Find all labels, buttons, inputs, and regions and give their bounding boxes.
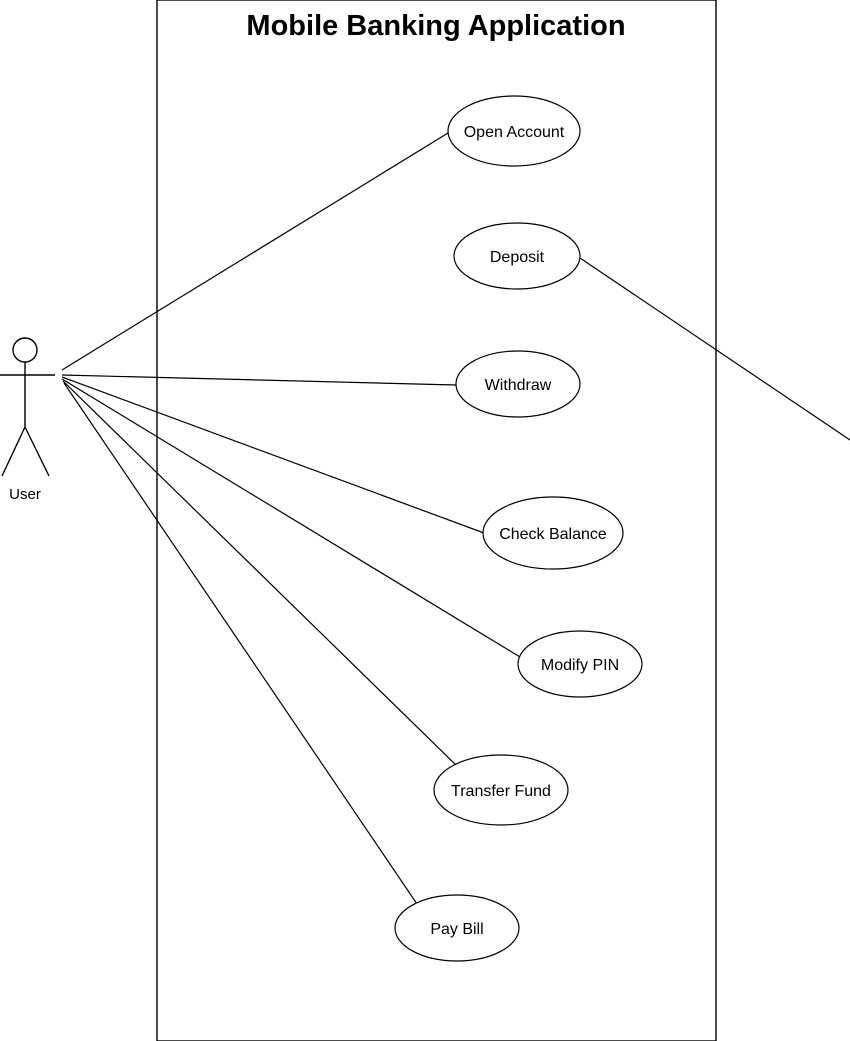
- associations: [61, 132, 850, 905]
- use-case-label: Pay Bill: [430, 921, 483, 938]
- use-case-label: Deposit: [490, 249, 545, 266]
- actor-left-leg: [1, 426, 26, 477]
- use-case-label: Transfer Fund: [451, 783, 551, 800]
- system-boundary: [156, 0, 717, 1041]
- use-case-modify-pin[interactable]: Modify PIN: [517, 630, 643, 698]
- use-case-withdraw[interactable]: Withdraw: [455, 350, 581, 418]
- actor-head: [12, 337, 38, 363]
- use-case-ellipse: [455, 350, 581, 418]
- actor-label: User: [9, 486, 41, 503]
- association-user-modify-pin: [61, 378, 521, 658]
- actor-user[interactable]: User: [0, 337, 55, 503]
- use-case-pay-bill[interactable]: Pay Bill: [394, 894, 520, 962]
- association-user-transfer-fund: [62, 380, 459, 768]
- use-case-label: Check Balance: [499, 526, 607, 543]
- use-case-label: Withdraw: [485, 377, 552, 394]
- use-case-ellipse: [517, 630, 643, 698]
- association-user-withdraw: [61, 374, 457, 386]
- use-case-ellipse: [433, 754, 569, 826]
- use-case-label: Open Account: [464, 124, 565, 141]
- use-case-deposit[interactable]: Deposit: [453, 222, 581, 290]
- association-user-check-balance: [61, 376, 485, 534]
- use-case-ellipse: [482, 496, 624, 570]
- actor-right-leg: [24, 426, 50, 477]
- use-case-label: Modify PIN: [541, 657, 619, 674]
- association-user-pay-bill: [63, 382, 418, 905]
- use-case-transfer-fund[interactable]: Transfer Fund: [433, 754, 569, 826]
- association-user-open-account: [61, 132, 449, 371]
- use-case-check-balance[interactable]: Check Balance: [482, 496, 624, 570]
- use-case-ellipse: [453, 222, 581, 290]
- association-deposit-external: [579, 257, 850, 441]
- use-case-open-account[interactable]: Open Account: [447, 95, 581, 167]
- use-case-ellipse: [394, 894, 520, 962]
- use-case-ellipse: [447, 95, 581, 167]
- system-title: Mobile Banking Application: [246, 10, 625, 42]
